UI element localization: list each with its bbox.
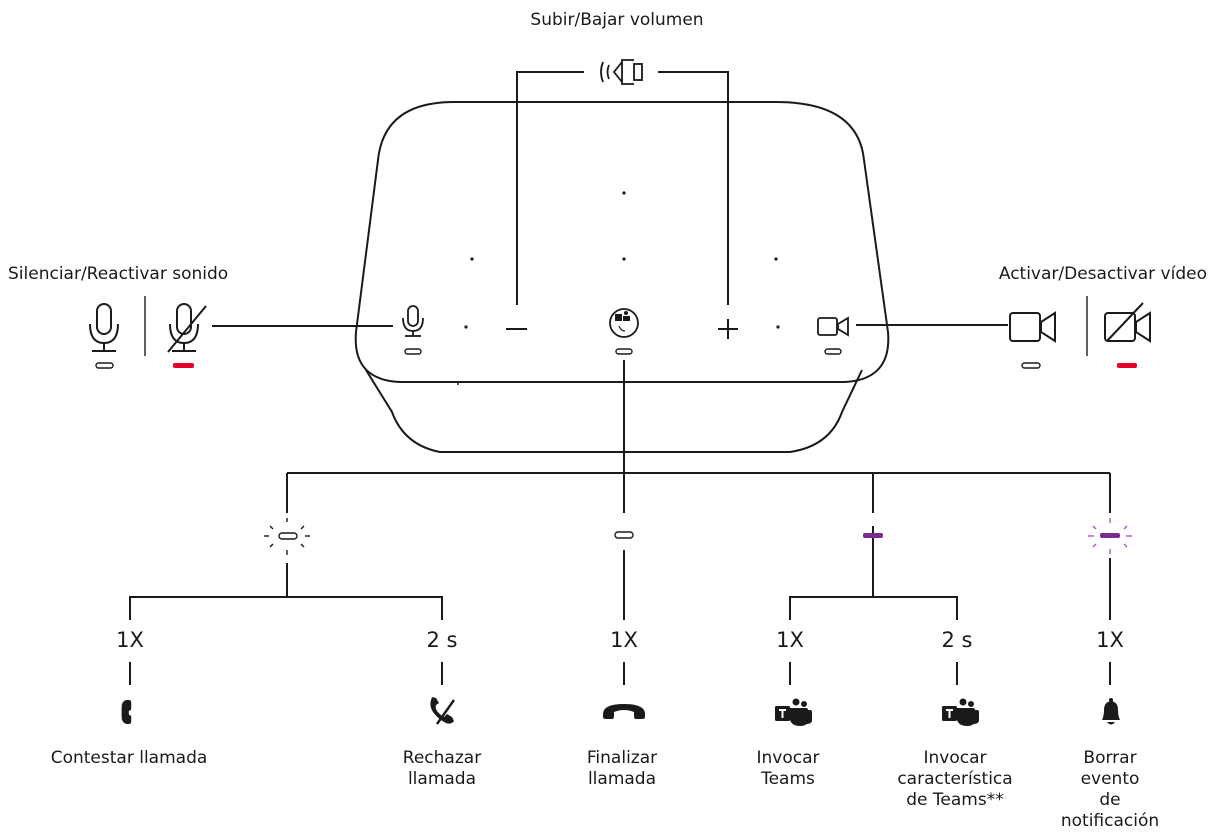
- video-label: Activar/Desactivar vídeo: [998, 264, 1207, 284]
- led-white-solid: [614, 531, 634, 539]
- device-volume-up-button[interactable]: [718, 319, 738, 339]
- speaker-icon: [600, 59, 643, 85]
- end-timing: 1X: [610, 628, 638, 652]
- speakerphone-device: [354, 101, 890, 453]
- volume-callout-lines: [516, 71, 729, 305]
- camera-icon: [1009, 311, 1056, 369]
- device-dots: [457, 191, 780, 385]
- phone-reject-icon: [430, 697, 455, 725]
- answer-timing: 1X: [116, 628, 144, 652]
- bell-icon: [1102, 698, 1120, 725]
- camera-off-icon: [1104, 302, 1151, 343]
- video-off-led-red: [1117, 363, 1137, 368]
- hang-up-icon: [603, 704, 645, 719]
- answer-call-label: Contestar llamada: [50, 748, 208, 768]
- led-purple-solid: [863, 533, 883, 538]
- mute-label: Silenciar/Reactivar sonido: [8, 264, 229, 284]
- device-mute-button[interactable]: [402, 305, 424, 355]
- microphone-icon: [89, 303, 119, 369]
- invoke-teams-timing: 1X: [776, 628, 804, 652]
- led-purple-blinking: [1088, 518, 1132, 554]
- clear-timing: 1X: [1096, 628, 1124, 652]
- reject-timing: 2 s: [426, 628, 458, 652]
- microphone-muted-icon: [167, 303, 207, 353]
- invoke-feature-timing: 2 s: [941, 628, 973, 652]
- volume-label: Subir/Bajar volumen: [530, 10, 704, 30]
- device-video-button[interactable]: [817, 316, 849, 355]
- muted-led-red: [173, 363, 194, 368]
- led-white-blinking: [264, 518, 310, 555]
- teams-icon: [775, 698, 812, 726]
- teams-feature-icon: [942, 698, 979, 726]
- device-teams-button[interactable]: [609, 308, 639, 355]
- phone-icon: [121, 700, 132, 724]
